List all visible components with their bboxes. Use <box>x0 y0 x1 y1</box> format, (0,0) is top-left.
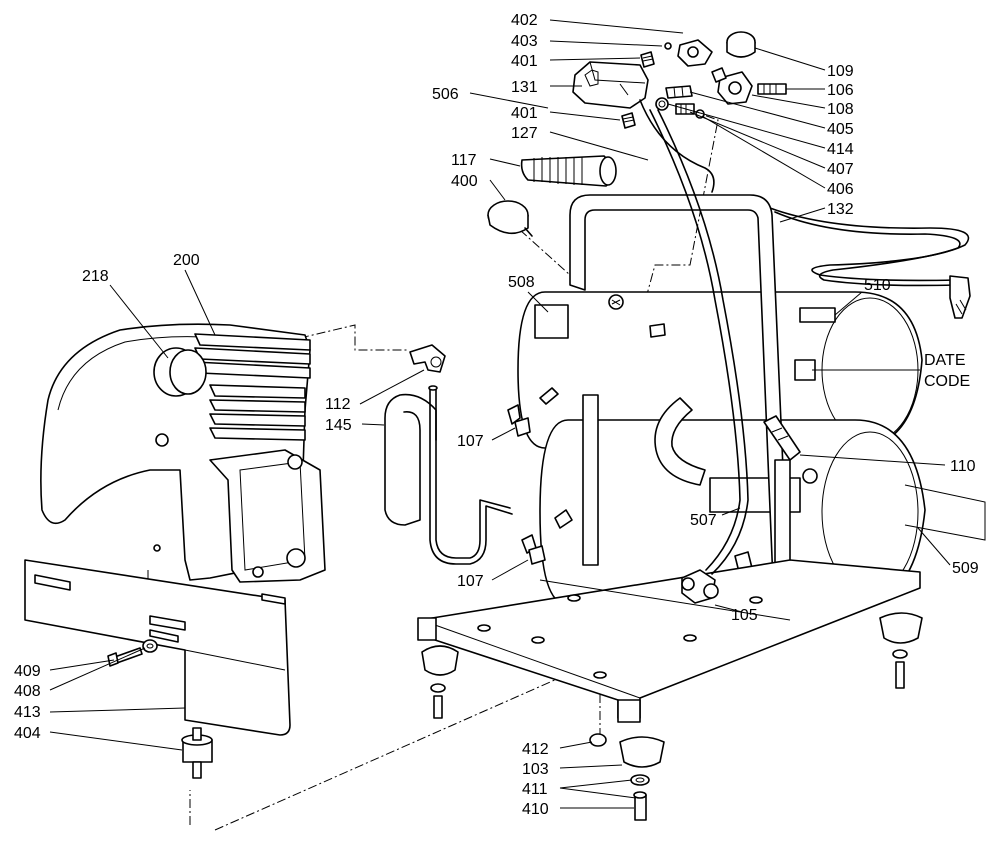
elbow-112 <box>409 344 446 373</box>
label-401: 401 <box>511 53 538 70</box>
washer-408 <box>142 639 158 653</box>
label-400: 400 <box>451 173 478 190</box>
screw-401-upper <box>640 51 655 68</box>
label-410: 410 <box>522 801 549 818</box>
label-218: 218 <box>82 268 109 285</box>
air-filter-400 <box>487 200 533 237</box>
foot-right <box>879 612 923 689</box>
pump-head-218 <box>153 347 207 397</box>
label-507: 507 <box>690 512 717 529</box>
outlet-tube-145 <box>384 385 513 565</box>
knob-403 <box>664 42 672 50</box>
pressure-switch-131 <box>572 61 649 109</box>
nut-412 <box>589 733 607 747</box>
tee-fitting-105 <box>681 569 719 604</box>
label-510: 510 <box>864 277 891 294</box>
isolator-404 <box>181 727 213 779</box>
bolt-410 <box>633 791 647 821</box>
label-112: 112 <box>325 396 351 413</box>
label-401-lower: 401 <box>511 105 538 122</box>
relief-valve-402 <box>677 39 713 67</box>
gauge-109 <box>726 31 756 58</box>
label-406: 406 <box>827 181 854 198</box>
drain-valve-107-upper <box>507 404 531 437</box>
power-lead-wires <box>639 99 715 193</box>
decal-509-outline <box>904 484 986 541</box>
nut-414 <box>655 97 669 111</box>
label-509: 509 <box>952 560 979 577</box>
label-145: 145 <box>325 417 352 434</box>
drain-valve-107-lower <box>521 534 546 565</box>
label-508: 508 <box>508 274 535 291</box>
label-408: 408 <box>14 683 41 700</box>
label-117: 117 <box>451 152 477 169</box>
fitting-106 <box>757 83 787 95</box>
label-date: DATE <box>924 352 965 369</box>
cylinder-fins <box>194 333 311 441</box>
label-404: 404 <box>14 725 41 742</box>
label-407: 407 <box>827 161 854 178</box>
label-412: 412 <box>522 741 549 758</box>
connector-hose <box>654 397 706 486</box>
label-506: 506 <box>432 86 459 103</box>
washer-411 <box>630 774 650 786</box>
power-cord-132 <box>769 207 971 319</box>
leader-lines <box>49 19 951 809</box>
screw-401-lower <box>621 112 636 129</box>
label-402: 402 <box>511 12 538 29</box>
muffler-117 <box>520 155 617 187</box>
label-109: 109 <box>827 63 854 80</box>
label-110: 110 <box>950 458 976 475</box>
label-107-upper: 107 <box>457 433 484 450</box>
foot-left <box>421 645 459 719</box>
label-105: 105 <box>731 607 758 624</box>
label-106: 106 <box>827 82 854 99</box>
label-200: 200 <box>173 252 200 269</box>
tube-127 <box>649 109 749 575</box>
label-code: CODE <box>924 373 970 390</box>
foot-103 <box>619 736 665 768</box>
manifold-108 <box>711 67 753 105</box>
label-414: 414 <box>827 141 854 158</box>
label-405: 405 <box>827 121 854 138</box>
label-103: 103 <box>522 761 549 778</box>
quick-coupler-405 <box>665 85 693 99</box>
label-107-lower: 107 <box>457 573 484 590</box>
part-labels: 402 403 401 131 506 401 127 117 400 109 … <box>14 12 979 818</box>
label-409: 409 <box>14 663 41 680</box>
label-403: 403 <box>511 33 538 50</box>
label-413: 413 <box>14 704 41 721</box>
crankcase <box>209 449 326 583</box>
check-valve-110 <box>763 415 801 461</box>
base-frame <box>417 559 921 723</box>
label-411: 411 <box>522 781 548 798</box>
label-131: 131 <box>511 79 538 96</box>
label-108: 108 <box>827 101 854 118</box>
label-132: 132 <box>827 201 854 218</box>
upper-tank <box>517 291 923 449</box>
label-127: 127 <box>511 125 538 142</box>
lower-tank <box>539 419 926 606</box>
